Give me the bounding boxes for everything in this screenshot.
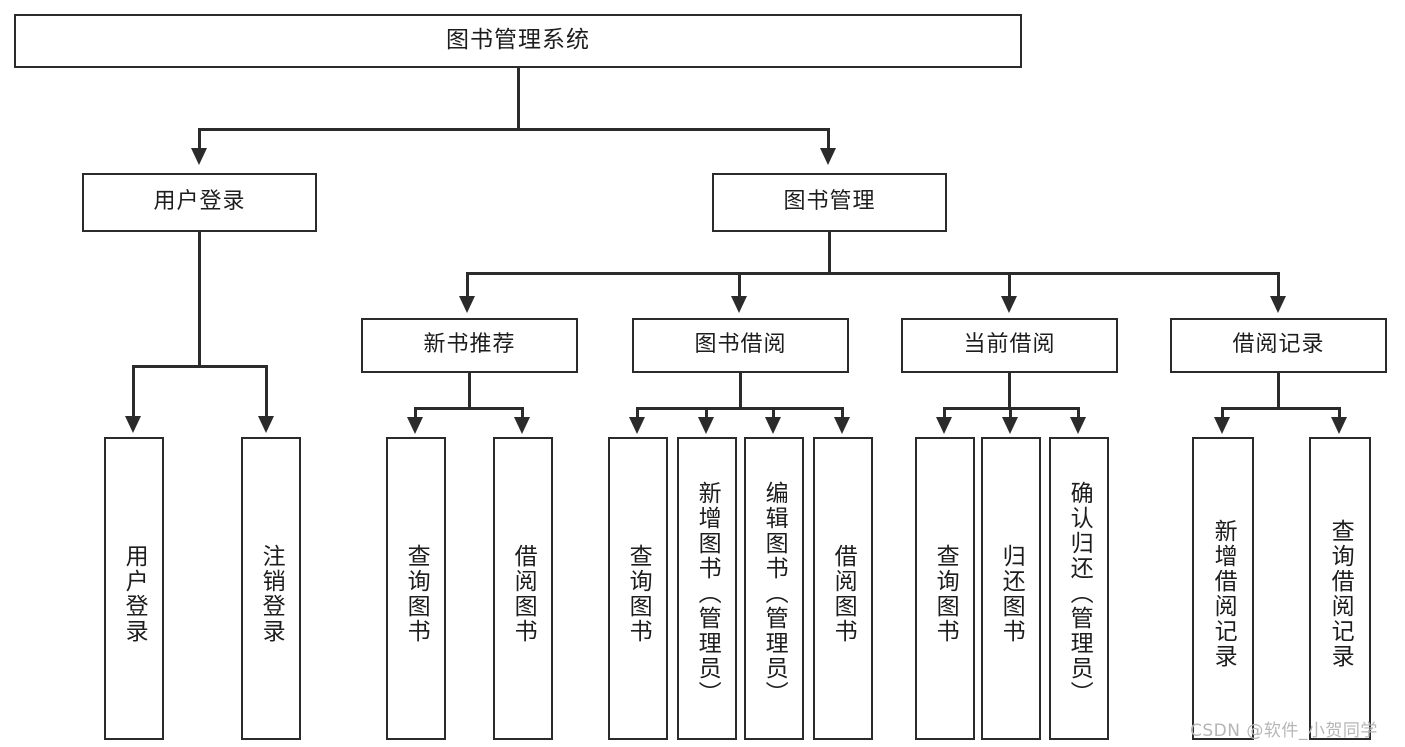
leaf-label: 确认归还（管理员） [1066,481,1093,706]
leaf-label: 新增借阅记录 [1210,518,1237,669]
leaf-return-book[interactable]: 归还图书 [981,437,1041,740]
leaf-label: 编辑图书（管理员） [761,481,788,706]
connector-current-borrow-stem [1008,373,1011,409]
node-new-book-recommend[interactable]: 新书推荐 [361,318,578,373]
connector-new-book-leaf-1 [414,407,417,419]
leaf-confirm-return[interactable]: 确认归还（管理员） [1049,437,1109,740]
leaf-user-login[interactable]: 用户登录 [104,437,164,740]
leaf-label: 注销登录 [258,543,285,644]
node-borrow-record[interactable]: 借阅记录 [1170,318,1387,373]
node-book-borrow[interactable]: 图书借阅 [632,318,849,373]
node-label: 图书借阅 [694,332,787,358]
node-label: 当前借阅 [963,332,1056,358]
leaf-query-book-3[interactable]: 查询图书 [915,437,975,740]
arrowhead-user-login [191,148,207,165]
connector-user-login-leaf-1 [132,365,135,418]
arrowhead-leaf-user-logout [258,416,274,433]
connector-current-borrow-leaf-2 [1009,407,1012,419]
node-book-management[interactable]: 图书管理 [712,173,947,232]
connector-to-book-management [827,128,830,150]
connector-to-current-borrow [1008,272,1011,298]
node-label: 用户登录 [153,189,246,215]
arrowhead-leaf-confirm-return [1070,417,1086,434]
connector-to-book-borrow [738,272,741,298]
leaf-label: 查询图书 [403,543,430,644]
arrowhead-new-book-recommend [459,296,475,313]
connector-to-user-login [198,128,201,150]
leaf-add-book[interactable]: 新增图书（管理员） [677,437,737,740]
arrowhead-borrow-record [1270,296,1286,313]
leaf-user-logout[interactable]: 注销登录 [241,437,301,740]
connector-book-borrow-leaf-3 [772,407,775,419]
leaf-label: 归还图书 [998,543,1025,644]
arrowhead-leaf-borrow-book-2 [834,417,850,434]
connector-book-borrow-bar [636,407,844,410]
connector-user-login-leaf-2 [265,365,268,418]
node-user-login[interactable]: 用户登录 [82,173,317,232]
connector-root-stem [517,68,520,130]
arrowhead-leaf-return-book [1002,417,1018,434]
arrowhead-leaf-borrow-book-1 [514,417,530,434]
arrowhead-book-management [820,148,836,165]
node-label: 图书管理系统 [446,27,590,54]
connector-user-login-bar [132,365,267,368]
node-current-borrow[interactable]: 当前借阅 [901,318,1118,373]
leaf-label: 借阅图书 [830,543,857,644]
node-label: 图书管理 [783,189,876,215]
connector-to-borrow-record [1277,272,1280,298]
connector-borrow-record-leaf-2 [1338,407,1341,419]
csdn-watermark: CSDN @软件_小贺同学 [1190,721,1378,741]
leaf-query-book-2[interactable]: 查询图书 [608,437,668,740]
arrowhead-leaf-add-record [1214,417,1230,434]
leaf-label: 新增图书（管理员） [694,481,721,706]
connector-root-bar [198,128,830,131]
connector-current-borrow-leaf-1 [943,407,946,419]
connector-borrow-record-bar [1221,407,1341,410]
connector-new-book-leaf-2 [521,407,524,419]
leaf-query-record[interactable]: 查询借阅记录 [1309,437,1371,740]
leaf-query-book-1[interactable]: 查询图书 [386,437,446,740]
leaf-borrow-book-1[interactable]: 借阅图书 [493,437,553,740]
arrowhead-book-borrow [731,296,747,313]
leaf-borrow-book-2[interactable]: 借阅图书 [813,437,873,740]
arrowhead-leaf-add-book [698,417,714,434]
arrowhead-leaf-edit-book [765,417,781,434]
node-root-system[interactable]: 图书管理系统 [14,14,1022,68]
connector-borrow-record-leaf-1 [1221,407,1224,419]
connector-user-login-stem [198,232,201,367]
connector-borrow-record-stem [1277,373,1280,409]
connector-new-book-stem [468,373,471,409]
connector-book-borrow-stem [739,373,742,409]
leaf-label: 查询借阅记录 [1327,518,1354,669]
leaf-label: 查询图书 [625,543,652,644]
leaf-label: 查询图书 [932,543,959,644]
arrowhead-current-borrow [1001,296,1017,313]
leaf-label: 借阅图书 [510,543,537,644]
connector-book-borrow-leaf-4 [841,407,844,419]
connector-to-new-book-recommend [466,272,469,298]
node-label: 新书推荐 [423,332,516,358]
node-label: 借阅记录 [1232,332,1325,358]
connector-current-borrow-leaf-3 [1077,407,1080,419]
arrowhead-leaf-query-book-3 [936,417,952,434]
leaf-edit-book[interactable]: 编辑图书（管理员） [744,437,804,740]
connector-book-management-bar [466,272,1280,275]
connector-book-borrow-leaf-2 [705,407,708,419]
arrowhead-leaf-query-book-1 [407,417,423,434]
arrowhead-leaf-user-login [125,416,141,433]
leaf-label: 用户登录 [121,543,148,644]
connector-book-management-stem [828,232,831,274]
leaf-add-record[interactable]: 新增借阅记录 [1192,437,1254,740]
connector-new-book-bar [414,407,524,410]
arrowhead-leaf-query-record [1331,417,1347,434]
arrowhead-leaf-query-book-2 [629,417,645,434]
connector-book-borrow-leaf-1 [636,407,639,419]
